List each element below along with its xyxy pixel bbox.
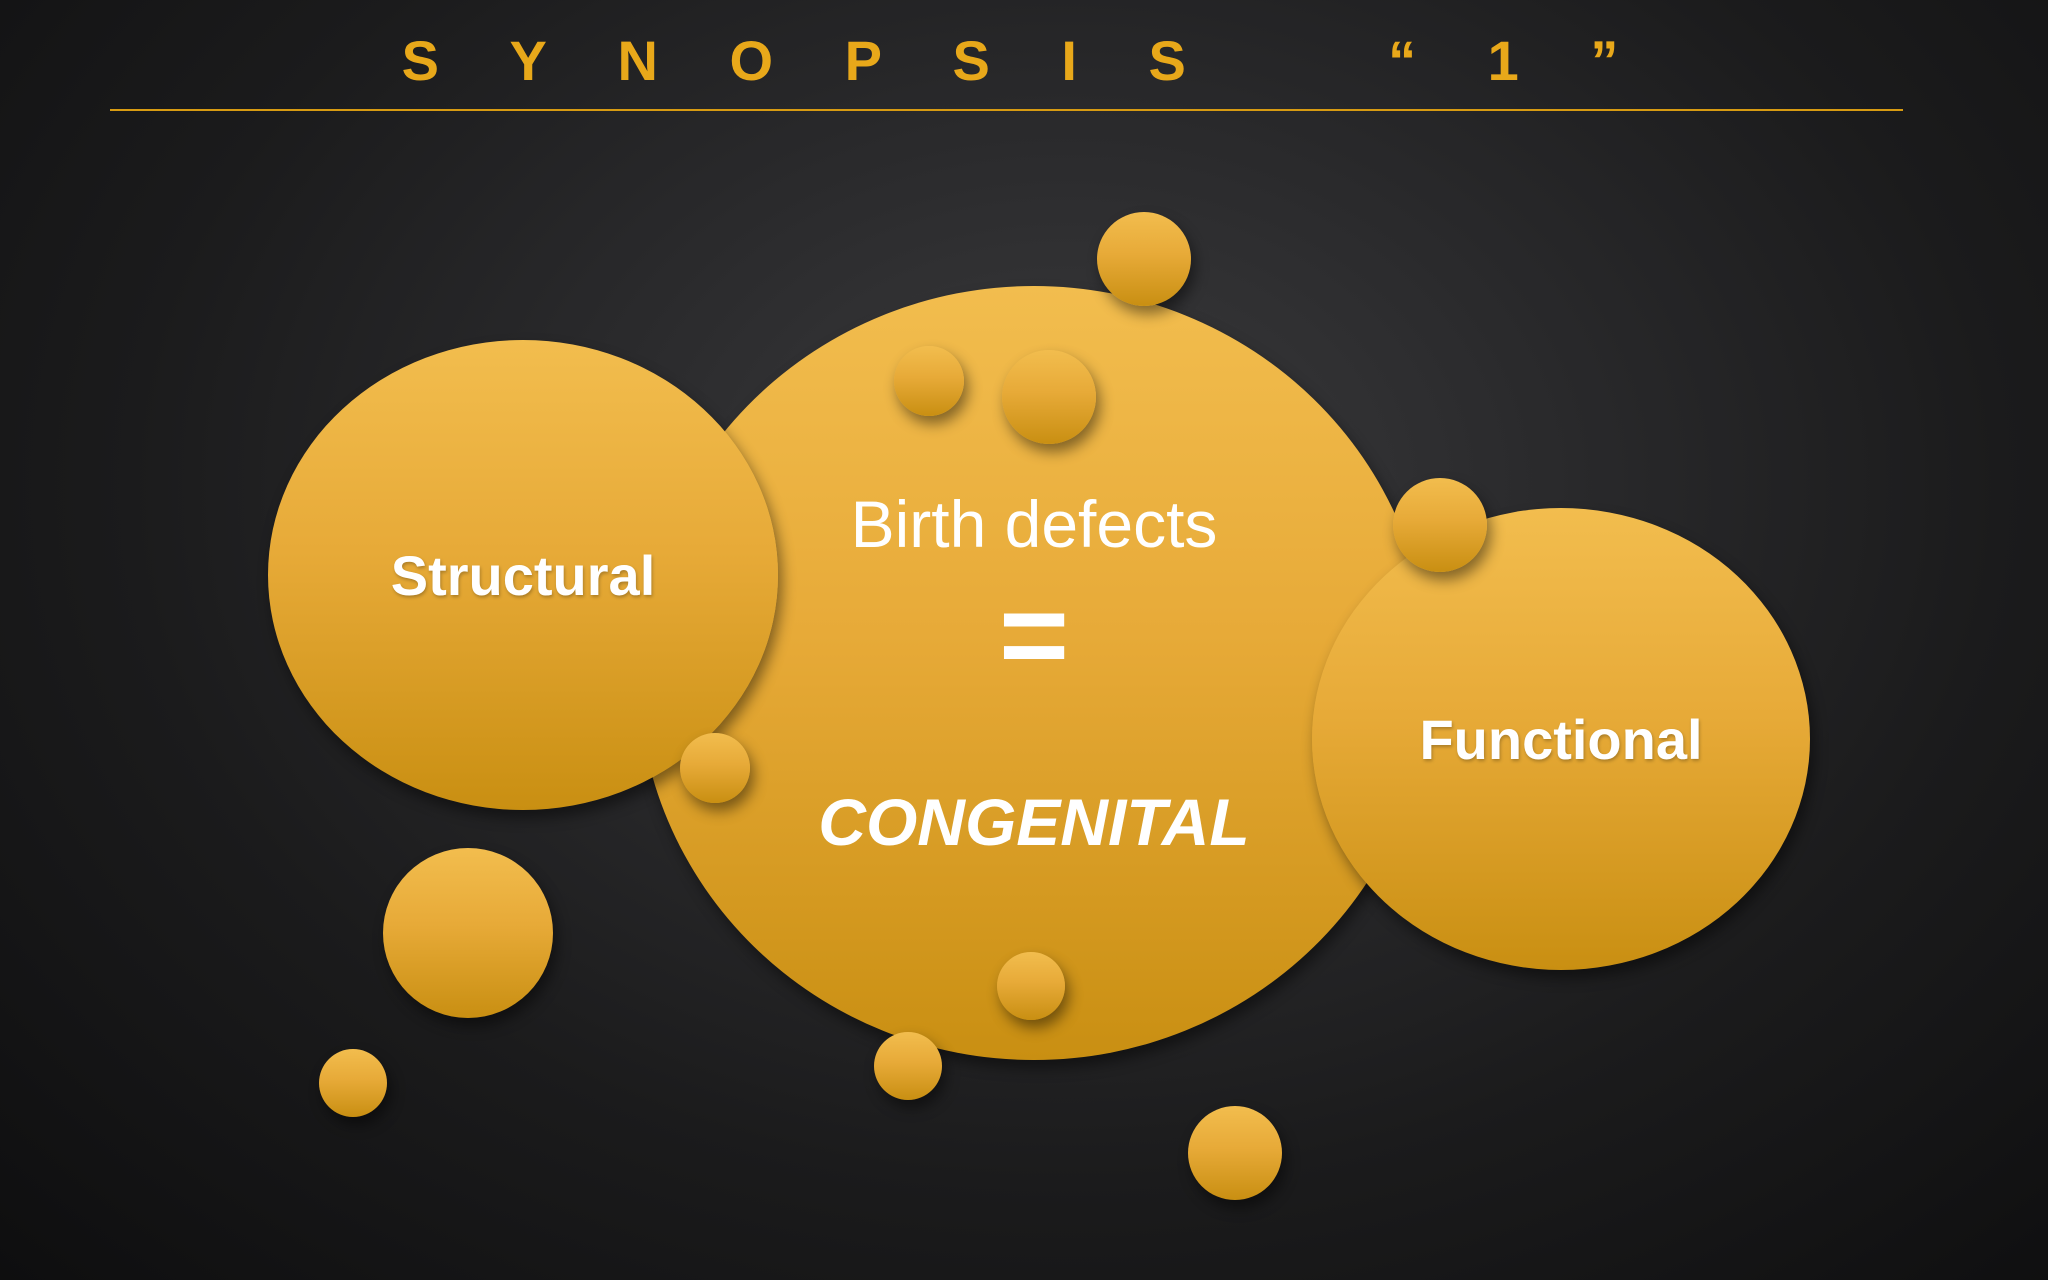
center-bubble-title: Birth defects xyxy=(850,487,1218,561)
slide-title: S Y N O P S I S “ 1 ” xyxy=(401,29,1647,92)
decorative-bubble xyxy=(1002,350,1096,444)
functional-bubble: Functional xyxy=(1312,508,1810,970)
decorative-bubble xyxy=(874,1032,942,1100)
center-bubble-subtitle: CONGENITAL xyxy=(818,785,1250,859)
decorative-bubble xyxy=(680,733,750,803)
structural-label: Structural xyxy=(390,543,656,607)
title-divider xyxy=(110,109,1903,111)
functional-label: Functional xyxy=(1419,707,1703,771)
decorative-bubble xyxy=(894,346,964,416)
decorative-bubble xyxy=(1393,478,1487,572)
structural-bubble: Structural xyxy=(268,340,778,810)
decorative-bubble xyxy=(383,848,553,1018)
equals-sign: = xyxy=(998,568,1070,702)
decorative-bubble xyxy=(1097,212,1191,306)
decorative-bubble xyxy=(997,952,1065,1020)
decorative-bubble xyxy=(319,1049,387,1117)
decorative-bubble xyxy=(1188,1106,1282,1200)
